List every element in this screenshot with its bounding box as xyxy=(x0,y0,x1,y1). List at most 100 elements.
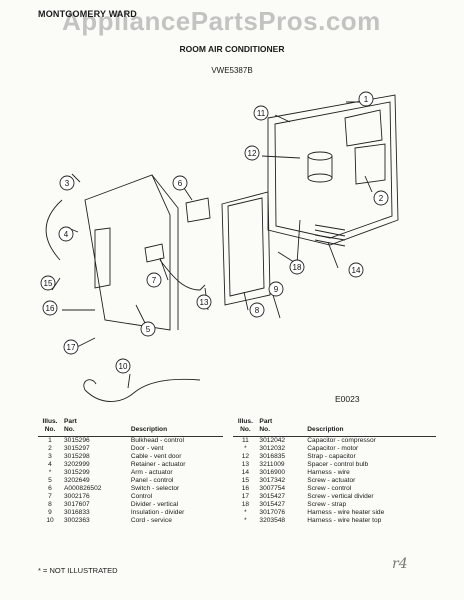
description-cell: Screw - strap xyxy=(307,501,347,508)
description-cell: Harness - wire xyxy=(307,469,350,476)
part-number-cell: 3015297 xyxy=(64,445,90,452)
svg-text:10: 10 xyxy=(119,362,128,371)
callout-8: 8 xyxy=(249,302,265,318)
illus-cell: 10 xyxy=(46,517,54,524)
col-illus-right: Illus.No. xyxy=(237,418,253,433)
part-number-cell: 3017607 xyxy=(64,501,90,508)
description-cell: Harness - wire heater side xyxy=(307,509,385,516)
model-number: VWE5387B xyxy=(211,66,253,75)
callout-2: 2 xyxy=(373,190,389,206)
callout-7: 7 xyxy=(146,272,162,288)
description-cell: Panel - control xyxy=(130,477,174,484)
part-number-cell: A000826502 xyxy=(64,485,102,492)
svg-text:4: 4 xyxy=(64,230,69,239)
svg-text:17: 17 xyxy=(67,343,76,352)
svg-text:18: 18 xyxy=(293,263,302,272)
part-number-cell: 3015427 xyxy=(259,493,286,500)
description-cell: Divider - vertical xyxy=(130,501,179,508)
illus-cell: * xyxy=(48,469,52,476)
illus-cell: 11 xyxy=(241,437,249,444)
svg-text:3: 3 xyxy=(65,179,70,188)
service-cord-drawing xyxy=(84,378,201,402)
part-number-cell: 3203548 xyxy=(259,517,286,524)
callout-14: 14 xyxy=(348,262,364,278)
control-panel-drawing xyxy=(84,174,171,331)
description-cell: Screw - actuator xyxy=(307,477,356,484)
watermark: AppliancePartsPros.com xyxy=(62,6,381,36)
description-cell: Cable - vent door xyxy=(130,453,182,460)
callout-3: 3 xyxy=(59,175,75,191)
part-number-cell: 3015298 xyxy=(64,453,90,460)
svg-text:6: 6 xyxy=(178,179,183,188)
part-number-cell: 3202649 xyxy=(64,477,90,484)
illus-cell: 12 xyxy=(241,453,250,460)
callout-5: 5 xyxy=(140,321,156,337)
callout-10: 10 xyxy=(115,358,131,374)
svg-text:2: 2 xyxy=(379,194,384,203)
svg-text:11: 11 xyxy=(257,109,266,118)
description-cell: Insulation - divider xyxy=(130,509,185,516)
description-cell: Capacitor - compressor xyxy=(307,437,376,444)
illus-cell: 16 xyxy=(241,485,250,492)
illus-cell: * xyxy=(244,509,247,516)
part-number-cell: 3015427 xyxy=(259,501,286,508)
page-title: ROOM AIR CONDITIONER xyxy=(179,44,285,54)
part-number-cell: 3016835 xyxy=(259,453,286,460)
vent-cable-drawing xyxy=(45,199,63,261)
description-cell: Cord - service xyxy=(130,517,172,524)
part-number-cell: 3012042 xyxy=(259,437,286,444)
description-cell: Retainer - actuator xyxy=(130,461,186,468)
svg-text:13: 13 xyxy=(200,298,209,307)
description-cell: Bulkhead - control xyxy=(130,437,184,444)
part-number-cell: 3017342 xyxy=(259,477,286,484)
part-number-cell: 3015299 xyxy=(64,469,90,476)
col-description-right: Description xyxy=(307,426,344,433)
callout-18: 18 xyxy=(289,259,305,275)
description-cell: Spacer - control bulb xyxy=(307,461,369,468)
part-number-cell: 3002176 xyxy=(64,493,90,500)
table-row: * 3015299 Arm - actuator 14 3016900 Harness -… xyxy=(38,469,436,477)
part-number-cell: 3015296 xyxy=(64,437,90,444)
illus-cell: 9 xyxy=(48,509,52,516)
part-number-cell: 3202999 xyxy=(64,461,90,468)
part-number-cell: 3017076 xyxy=(259,509,286,516)
capacitor-drawing xyxy=(307,151,333,161)
svg-text:15: 15 xyxy=(44,279,53,288)
harness-drawing xyxy=(314,224,346,247)
illus-cell: 7 xyxy=(48,493,52,500)
illus-cell: 14 xyxy=(241,469,250,476)
illus-cell: * xyxy=(244,445,247,452)
not-illustrated-note: * = NOT ILLUSTRATED xyxy=(38,566,118,575)
callout-15: 15 xyxy=(40,275,56,291)
svg-text:12: 12 xyxy=(248,149,257,158)
svg-text:14: 14 xyxy=(352,266,361,275)
callout-12: 12 xyxy=(244,145,260,161)
callout-16: 16 xyxy=(42,300,58,316)
description-cell: Arm - actuator xyxy=(130,469,173,476)
description-cell: Strap - capacitor xyxy=(307,453,356,460)
part-number-cell: 3002363 xyxy=(64,517,90,524)
illus-cell: 15 xyxy=(241,477,250,484)
part-number-cell: 3016900 xyxy=(259,469,286,476)
diagram-code: E0023 xyxy=(335,394,360,404)
callout-13: 13 xyxy=(196,294,212,310)
part-number-cell: 3007754 xyxy=(259,485,286,492)
part-number-cell: 3016833 xyxy=(64,509,90,516)
callout-6: 6 xyxy=(172,175,188,191)
illus-cell: 5 xyxy=(48,477,52,484)
illus-cell: 18 xyxy=(241,501,250,508)
svg-text:7: 7 xyxy=(152,276,157,285)
table-row: 9 3016833 Insulation - divider * 3017076 Harn… xyxy=(38,509,436,517)
